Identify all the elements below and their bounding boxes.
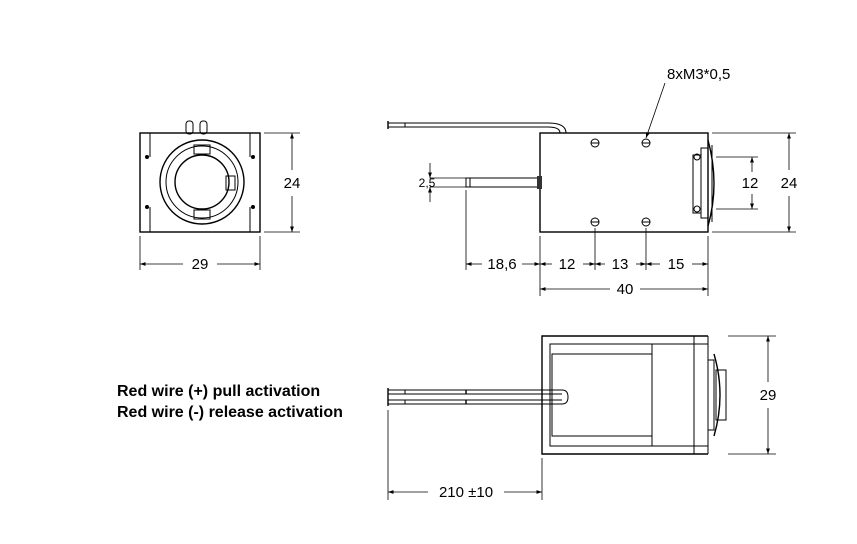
front-width-dim: 29 — [192, 256, 209, 273]
plunger-face — [174, 154, 230, 210]
dim-12-a: 12 — [559, 256, 576, 273]
dim-15: 15 — [668, 256, 685, 273]
plunger — [465, 177, 541, 188]
dim-40: 40 — [617, 281, 634, 298]
wire — [388, 122, 567, 134]
coil-outer-ring — [159, 139, 245, 225]
wire-pin — [199, 120, 208, 135]
thread-spec-label: 8xM3*0,5 — [667, 66, 730, 83]
side-body-outline — [539, 132, 709, 233]
side-height-dim: 24 — [781, 175, 798, 192]
front-body-outline — [139, 132, 261, 233]
side-view: 8xM3*0,5 2,5 18,6 12 13 15 40 — [387, 66, 798, 298]
note-pull-activation: Red wire (+) pull activation — [117, 383, 320, 400]
wiring-notes: Red wire (+) pull activation Red wire (-… — [117, 383, 343, 421]
dim-13: 13 — [612, 256, 629, 273]
front-height-dim: 24 — [284, 175, 301, 192]
top-view: 29 210 ±10 — [387, 335, 777, 501]
dim-18-6: 18,6 — [487, 256, 516, 273]
plunger-diameter-dim: 2,5 — [419, 176, 436, 190]
note-release-activation: Red wire (-) release activation — [117, 404, 343, 421]
dim-12-b: 12 — [742, 175, 759, 192]
front-view: 29 24 — [139, 120, 301, 273]
wire-pin — [185, 120, 194, 135]
top-height-dim: 29 — [760, 387, 777, 404]
wire-length-dim: 210 ±10 — [439, 484, 493, 501]
